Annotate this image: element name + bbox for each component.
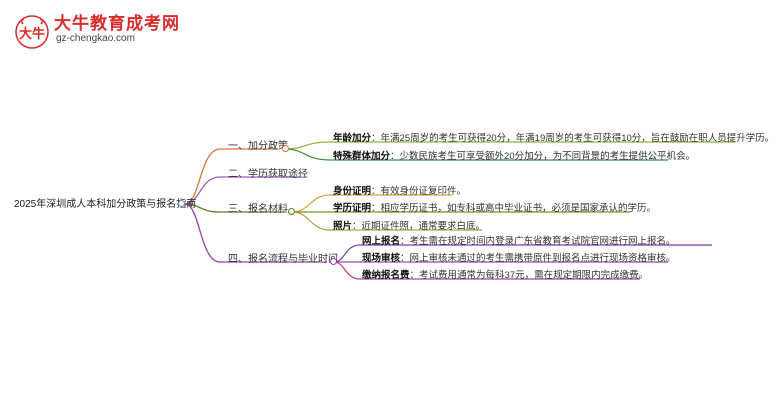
branch-3-collapse-toggle[interactable] — [288, 208, 295, 215]
connector-leaf-3-3 — [291, 211, 482, 231]
leaf-key: 网上报名 — [362, 236, 401, 247]
leaf-text: 相应学历证书，如专科或高中毕业证书，必须是国家承认的学历。 — [380, 203, 657, 214]
leaf-age-bonus: 年龄加分：年满25周岁的考生可获得20分，年满19周岁的考生可获得10分，旨在鼓… — [333, 133, 774, 144]
leaf-special-group-bonus: 特殊群体加分：少数民族考生可享受额外20分加分，为不同背景的考生提供公平机会。 — [333, 151, 696, 162]
leaf-text: 年满25周岁的考生可获得20分，年满19周岁的考生可获得10分，旨在鼓励在职人员… — [380, 133, 774, 144]
leaf-text: 考生需在规定时间内登录广东省教育考试院官网进行网上报名。 — [409, 236, 676, 247]
connector-leaf-4-3 — [333, 261, 640, 280]
leaf-text: 有效身份证复印件。 — [380, 186, 467, 197]
connector-leaf-4-1 — [333, 244, 712, 263]
leaf-text: 考试费用通常为每科37元，需在规定期限内完成缴费。 — [419, 270, 649, 281]
leaf-photo: 照片：近期证件照，通常要求白底。 — [333, 221, 486, 232]
leaf-online-registration: 网上报名：考生需在规定时间内登录广东省教育考试院官网进行网上报名。 — [362, 236, 676, 247]
leaf-text: 少数民族考生可享受额外20分加分，为不同背景的考生提供公平机会。 — [399, 151, 696, 162]
site-title[interactable]: 大牛教育成考网 — [54, 14, 180, 33]
connector-leaf-1-1 — [284, 141, 735, 150]
leaf-key: 现场审核 — [362, 253, 401, 264]
connector-root-branch-4 — [184, 203, 327, 263]
connector-root-branch-3 — [184, 203, 285, 213]
mindmap-connectors — [184, 141, 735, 280]
root-collapse-toggle[interactable] — [178, 200, 185, 207]
leaf-fee-payment: 缴纳报名费：考试费用通常为每科37元，需在规定期限内完成缴费。 — [362, 270, 649, 281]
leaf-text: 近期证件照，通常要求白底。 — [361, 221, 486, 232]
connector-root-branch-1 — [184, 148, 278, 205]
leaf-id-proof: 身份证明：有效身份证复印件。 — [333, 186, 467, 197]
branch-application-materials: 三、报名材料 — [228, 204, 288, 215]
leaf-key: 照片 — [333, 221, 353, 232]
branch-1-collapse-toggle[interactable] — [282, 145, 289, 152]
site-url[interactable]: gz-chengkao.com — [56, 33, 135, 44]
leaf-onsite-review: 现场审核：网上审核未通过的考生需携带原件到报名点进行现场资格审核。 — [362, 253, 676, 264]
leaf-key: 身份证明 — [333, 186, 372, 197]
leaf-key: 缴纳报名费 — [362, 270, 410, 281]
leaf-key: 学历证明 — [333, 203, 372, 214]
branch-degree-paths: 二、学历获取途径 — [228, 169, 308, 180]
mindmap-root: 2025年深圳成人本科加分政策与报名指南 — [14, 199, 197, 210]
leaf-key: 年龄加分 — [333, 133, 372, 144]
connector-root-branch-2 — [184, 176, 300, 205]
bull-head-logo-icon: 大牛 — [14, 14, 50, 50]
connector-leaf-3-1 — [291, 194, 452, 213]
logo-mark-letters: 大牛 — [19, 26, 45, 42]
leaf-text: 网上审核未通过的考生需携带原件到报名点进行现场资格审核。 — [409, 253, 676, 264]
branch-process-and-graduation: 四、报名流程与毕业时间 — [228, 254, 338, 265]
connector-leaf-1-2 — [284, 148, 668, 161]
leaf-key: 特殊群体加分 — [333, 151, 391, 162]
branch-bonus-policy: 一、加分政策 — [228, 141, 288, 152]
branch-4-collapse-toggle[interactable] — [330, 258, 337, 265]
leaf-education-proof: 学历证明：相应学历证书，如专科或高中毕业证书，必须是国家承认的学历。 — [333, 203, 657, 214]
